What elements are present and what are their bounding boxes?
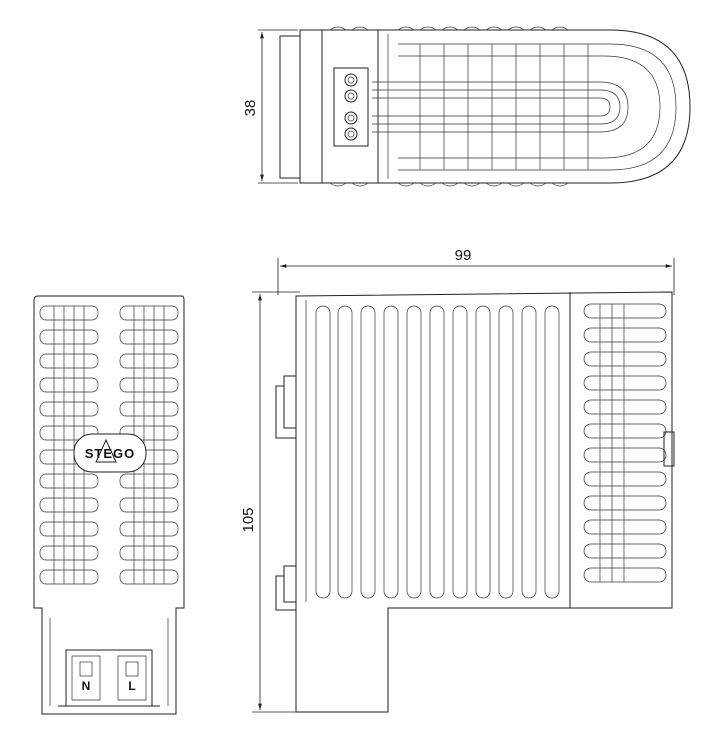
din-rail-clip: [275, 375, 296, 611]
top-view-heating-element: [372, 43, 677, 171]
top-view: 38: [242, 26, 691, 187]
terminal-block: [65, 649, 153, 707]
side-view-logo-badge: [663, 431, 675, 467]
side-view-housing: [295, 291, 673, 713]
terminal-label-l: L: [128, 679, 135, 693]
top-view-ridges: [329, 26, 569, 187]
terminal-label-n: N: [82, 679, 91, 693]
dimension-105-label: 105: [240, 507, 257, 532]
front-view: STEGO N L: [33, 295, 185, 715]
side-view-horizontal-slots: [583, 303, 667, 583]
top-view-housing: [279, 29, 691, 184]
dimension-38-label: 38: [242, 100, 259, 117]
side-view-vertical-slots: [315, 305, 560, 599]
top-view-terminal-block: [333, 67, 369, 147]
logo-text: STEGO: [85, 446, 136, 461]
dimension-99: 99: [277, 247, 675, 295]
front-view-housing: [33, 295, 185, 715]
front-view-terminal-section: N L: [49, 618, 169, 707]
dimension-105: 105: [240, 291, 300, 713]
stego-logo: STEGO: [73, 433, 147, 473]
dimension-99-label: 99: [455, 247, 472, 264]
side-view: 99 105: [240, 247, 675, 713]
dimension-38: 38: [242, 29, 298, 184]
